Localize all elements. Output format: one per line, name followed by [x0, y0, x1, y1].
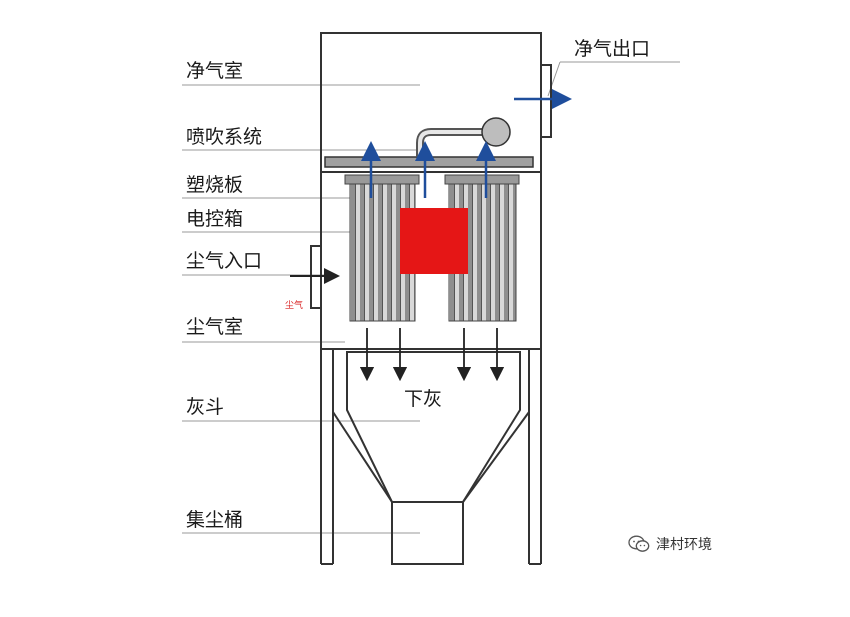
label-dust-gas-small: 尘气 [285, 301, 304, 311]
label-dust-chamber: 尘气室 [186, 316, 244, 338]
pulse-tank [481, 117, 511, 147]
hopper-frame [320, 349, 542, 565]
housing [310, 32, 552, 350]
label-dust-bucket: 集尘桶 [186, 509, 244, 531]
wechat-icon [628, 535, 650, 552]
label-clean-outlet: 净气出口 [574, 38, 651, 60]
label-ash-hopper: 灰斗 [186, 396, 225, 418]
filter-elements [344, 174, 520, 322]
tube-plate [324, 156, 534, 168]
clean-chamber-box [320, 32, 542, 173]
airflow-arrows [361, 89, 572, 198]
dust-bucket-shape [391, 501, 464, 565]
watermark-text: 津村环境 [656, 537, 712, 553]
outlet-flange [540, 64, 552, 138]
pulse-pipe [416, 117, 511, 157]
filter-right-cap [444, 174, 520, 185]
label-ash-drop: 下灰 [404, 388, 443, 410]
ash-hopper-shape [346, 351, 521, 503]
label-dust-inlet: 尘气入口 [186, 250, 263, 272]
label-pulse-system: 喷吹系统 [186, 126, 263, 148]
ash-drop-arrows [359, 328, 505, 382]
leader-lines [182, 61, 680, 534]
label-clean-chamber: 净气室 [186, 60, 244, 82]
control-box [400, 208, 468, 274]
label-control-box: 电控箱 [186, 208, 244, 230]
filter-left-cap [344, 174, 420, 185]
watermark: 津村环境 [628, 534, 712, 554]
label-plastic-plate: 塑烧板 [186, 174, 244, 196]
